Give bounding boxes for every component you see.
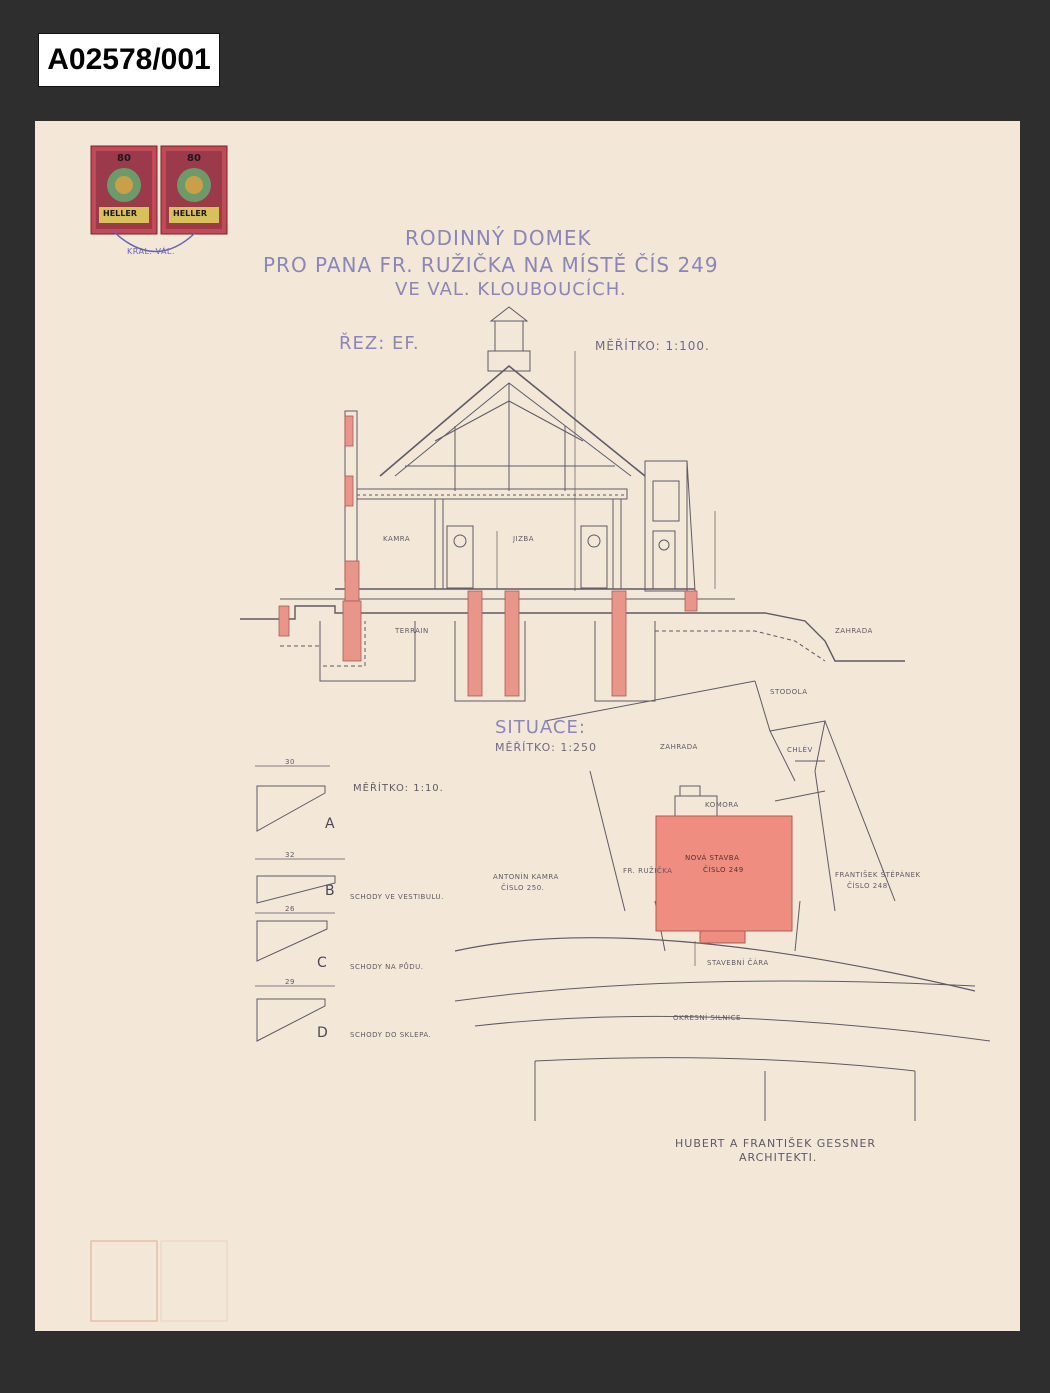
step-letter-a: A xyxy=(325,816,336,832)
label-terrain: TERRAIN xyxy=(395,627,429,635)
title-line-3: VE VAL. KLOUBOUCÍCH. xyxy=(395,279,627,300)
label-pantry: KOMORA xyxy=(705,801,739,809)
label-new-building-no: ČÍSLO 249 xyxy=(703,866,744,874)
section-drawing xyxy=(240,306,905,702)
label-neighbor-left: ANTONÍN KAMRA xyxy=(493,873,559,881)
dim-a: 30 xyxy=(285,758,295,766)
drawing-graphics xyxy=(90,145,991,1322)
new-building-porch xyxy=(699,930,746,944)
revenue-stamp-1 xyxy=(90,145,158,235)
label-road: OKRESNÍ SILNICE xyxy=(673,1014,741,1022)
label-shed: CHLÉV xyxy=(787,746,813,754)
dim-b: 32 xyxy=(285,851,295,859)
step-letter-b: B xyxy=(325,883,336,899)
label-garden-situation: ZAHRADA xyxy=(660,743,698,751)
stamp-2-value: 80 xyxy=(187,153,201,164)
title-line-1: RODINNÝ DOMEK xyxy=(405,226,592,250)
label-room-center: JIZBA xyxy=(513,535,535,543)
label-room-left: KAMRA xyxy=(383,535,411,543)
situation-scale: MĚŘÍTKO: 1:250 xyxy=(495,741,598,754)
label-neighbor-right: FRANTIŠEK ŠTĚPÁNEK xyxy=(835,871,921,879)
signature-line-2: ARCHITEKTI. xyxy=(739,1151,818,1164)
step-letter-d: D xyxy=(317,1025,329,1041)
section-heading: ŘEZ: EF. xyxy=(339,333,420,354)
label-owner: FR. RUŽIČKA xyxy=(623,867,673,875)
faded-stamp-2 xyxy=(160,1240,228,1322)
situation-plan xyxy=(454,680,991,1121)
stamp-2-currency: HELLER xyxy=(173,209,207,218)
signature-line-1: HUBERT A FRANTIŠEK GESSNER xyxy=(675,1137,877,1150)
label-barn: STODOLA xyxy=(770,688,808,696)
archive-id-label: A02578/001 xyxy=(38,33,220,87)
step-details xyxy=(255,765,345,1042)
step-note-b: SCHODY VE VESTIBULU. xyxy=(350,893,444,901)
drawing-sheet: 80 80 HELLER HELLER KRAL. VÁL. RODINNÝ D… xyxy=(35,121,1020,1331)
new-building-footprint xyxy=(655,815,793,932)
label-neighbor-left-no: ČÍSLO 250. xyxy=(501,884,545,892)
label-new-building: NOVÁ STAVBA xyxy=(685,854,740,862)
brick-walls xyxy=(278,415,698,697)
label-garden-section: ZAHRADA xyxy=(835,627,873,635)
faded-stamp-1 xyxy=(90,1240,158,1322)
dim-d: 29 xyxy=(285,978,295,986)
step-letter-c: C xyxy=(317,955,328,971)
label-building-line: STAVEBNÍ ČÁRA xyxy=(707,959,769,967)
revenue-stamp-2 xyxy=(160,145,228,235)
label-neighbor-right-no: ČÍSLO 248 xyxy=(847,882,888,890)
section-scale: MĚŘÍTKO: 1:100. xyxy=(595,339,710,353)
situation-heading: SITUACE: xyxy=(495,717,586,738)
postmark-arc xyxy=(112,230,196,253)
stamp-1-value: 80 xyxy=(117,153,131,164)
stamp-1-currency: HELLER xyxy=(103,209,137,218)
dim-c: 26 xyxy=(285,905,295,913)
title-line-2: PRO PANA FR. RUŽIČKA NA MÍSTĚ ČÍS 249 xyxy=(263,253,719,277)
details-scale: MĚŘÍTKO: 1:10. xyxy=(353,783,444,794)
step-note-c: SCHODY NA PŮDU. xyxy=(350,963,424,971)
step-note-d: SCHODY DO SKLEPA. xyxy=(350,1031,432,1039)
postmark-text: KRAL. VÁL. xyxy=(127,247,175,256)
